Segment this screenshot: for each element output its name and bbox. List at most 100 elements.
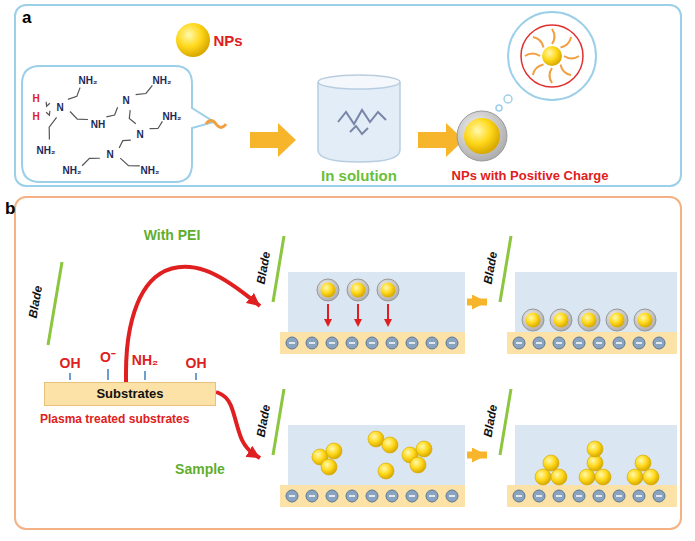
zoom-bubble bbox=[508, 12, 596, 100]
coating-scene-art bbox=[273, 389, 465, 507]
negative-charge bbox=[426, 337, 438, 349]
coating-scenes bbox=[273, 236, 677, 507]
minus-sign bbox=[516, 495, 522, 497]
blade-label: Blade bbox=[482, 404, 501, 438]
motion-arrowhead bbox=[324, 319, 332, 327]
component-label: NPs bbox=[213, 33, 242, 50]
functional-group: O⁻ bbox=[100, 350, 116, 365]
flow-arrow bbox=[126, 267, 260, 382]
negative-charge bbox=[513, 337, 525, 349]
nanoparticle bbox=[635, 455, 651, 471]
negative-charge bbox=[346, 490, 358, 502]
liquid-film bbox=[515, 425, 677, 485]
nanoparticle bbox=[610, 313, 625, 328]
coated-nanoparticle-shell bbox=[550, 309, 572, 331]
nanoparticle bbox=[416, 441, 432, 457]
negative-charge bbox=[306, 337, 318, 349]
polymer-chain bbox=[533, 37, 544, 48]
minus-sign bbox=[429, 495, 435, 497]
chemical-bonds bbox=[46, 85, 162, 166]
motion-arrowhead bbox=[354, 319, 362, 327]
nanoparticle bbox=[542, 46, 562, 66]
minus-sign bbox=[289, 495, 295, 497]
chemical-bond bbox=[136, 85, 153, 94]
negative-charge bbox=[513, 490, 525, 502]
minus-sign bbox=[536, 342, 542, 344]
flow-arrow bbox=[467, 452, 487, 459]
bond-stem bbox=[195, 373, 197, 380]
atom-label: N bbox=[56, 102, 63, 113]
chemical-bond bbox=[150, 121, 163, 128]
coated-nanoparticle-shell bbox=[377, 279, 399, 301]
negative-charge bbox=[553, 337, 565, 349]
nanoparticle bbox=[582, 313, 597, 328]
nanoparticle bbox=[321, 283, 336, 298]
bubble-dot bbox=[504, 95, 512, 103]
step-label: In solution bbox=[321, 168, 397, 185]
coated-nanoparticle-shell bbox=[606, 309, 628, 331]
substrate-caption: Plasma treated substrates bbox=[40, 413, 189, 426]
nanoparticle bbox=[381, 283, 396, 298]
atom-label: NH₂ bbox=[141, 165, 160, 176]
coating-scene: Blade bbox=[487, 234, 679, 359]
negative-charge bbox=[653, 337, 665, 349]
negative-charge bbox=[633, 337, 645, 349]
atom-label: H bbox=[32, 111, 39, 122]
bond-stem bbox=[144, 371, 146, 380]
nanoparticle bbox=[351, 283, 366, 298]
minus-sign bbox=[389, 495, 395, 497]
blade-line bbox=[273, 236, 284, 302]
negative-charge bbox=[406, 490, 418, 502]
speech-bubble bbox=[22, 66, 214, 182]
chemical-bond bbox=[129, 110, 136, 124]
bond-stem bbox=[69, 373, 71, 380]
negative-charge bbox=[573, 337, 585, 349]
substrate bbox=[280, 485, 465, 507]
minus-sign bbox=[389, 342, 395, 344]
polymer-chain bbox=[525, 54, 540, 57]
polymer-molecule bbox=[338, 110, 386, 124]
negative-charge bbox=[386, 490, 398, 502]
functional-group: OH bbox=[186, 356, 207, 371]
negative-charge bbox=[593, 337, 605, 349]
substrate bbox=[507, 332, 677, 354]
coating-scene: Blade bbox=[260, 234, 467, 359]
coated-nanoparticle-shell bbox=[578, 309, 600, 331]
bond-stem bbox=[107, 369, 109, 380]
polymer-chain bbox=[533, 64, 544, 75]
minus-sign bbox=[596, 495, 602, 497]
minus-sign bbox=[369, 495, 375, 497]
negative-charge bbox=[426, 490, 438, 502]
negative-charge bbox=[366, 337, 378, 349]
panel-letter: b bbox=[5, 200, 15, 219]
charge-boundary bbox=[521, 25, 583, 87]
negative-charge bbox=[326, 490, 338, 502]
negative-charge bbox=[446, 337, 458, 349]
chemical-bond bbox=[46, 111, 50, 115]
nanoparticle bbox=[378, 463, 394, 479]
box-label: Substrates bbox=[96, 387, 163, 401]
nanoparticle bbox=[326, 443, 342, 459]
edge-label: Sample bbox=[173, 462, 227, 477]
negative-charge bbox=[613, 337, 625, 349]
minus-sign bbox=[536, 495, 542, 497]
polymer-chain bbox=[552, 29, 555, 44]
minus-sign bbox=[309, 342, 315, 344]
minus-sign bbox=[616, 495, 622, 497]
chemical-bond bbox=[119, 140, 131, 148]
minus-sign bbox=[596, 342, 602, 344]
nanoparticle bbox=[627, 469, 643, 485]
nanoparticle bbox=[535, 469, 551, 485]
motion-arrowhead bbox=[384, 319, 392, 327]
flow-arrow bbox=[467, 299, 487, 306]
minus-sign bbox=[309, 495, 315, 497]
nanoparticle bbox=[176, 23, 210, 57]
beaker bbox=[318, 82, 400, 162]
nanoparticle bbox=[587, 441, 603, 457]
liquid-film bbox=[288, 425, 465, 485]
minus-sign bbox=[409, 342, 415, 344]
blade-line bbox=[48, 262, 62, 345]
negative-charge bbox=[633, 490, 645, 502]
minus-sign bbox=[329, 495, 335, 497]
negative-charge bbox=[573, 490, 585, 502]
